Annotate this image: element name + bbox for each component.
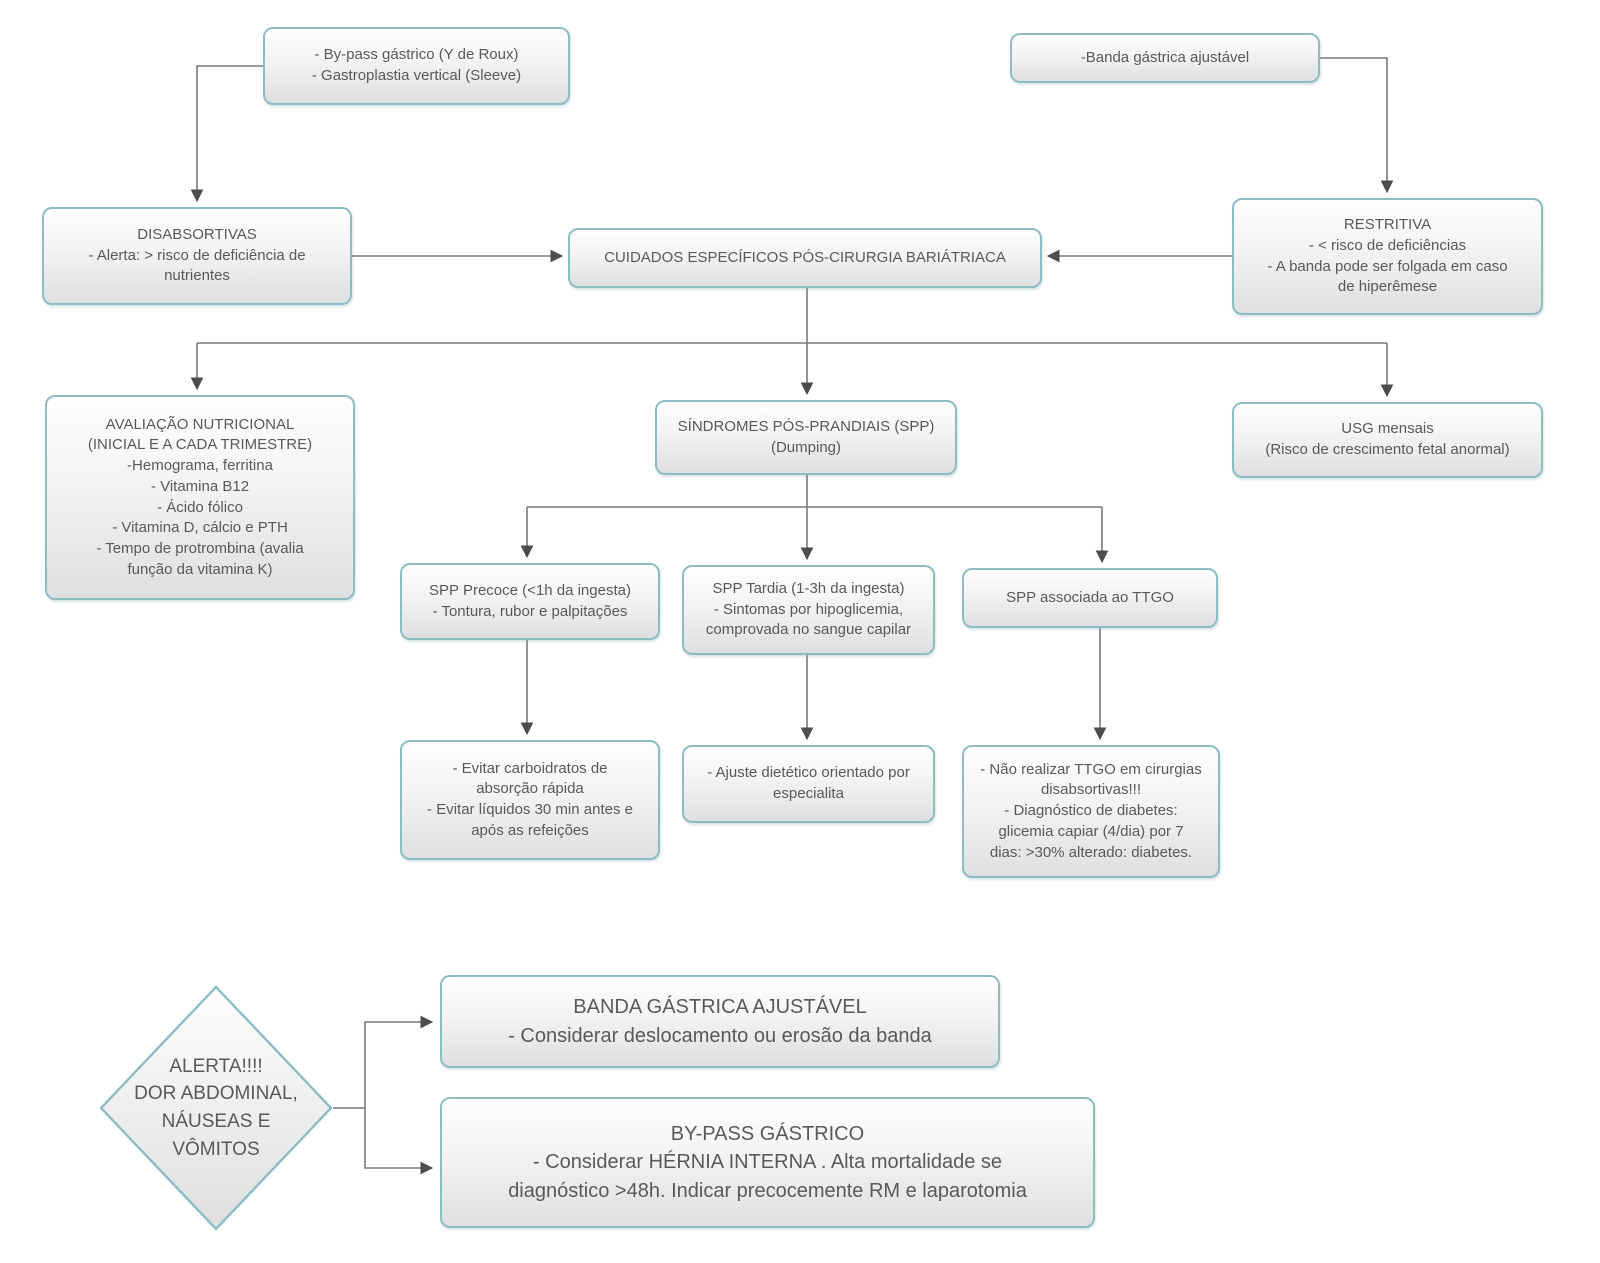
node-spp-precoce: SPP Precoce (<1h da ingesta)- Tontura, r…: [400, 563, 660, 640]
node-disabsortivas: DISABSORTIVAS- Alerta: > risco de defici…: [42, 207, 352, 305]
node-banda-gastrica: -Banda gástrica ajustável: [1010, 33, 1320, 83]
node-avaliacao-nutricional: AVALIAÇÃO NUTRICIONAL(INICIAL E A CADA T…: [45, 395, 355, 600]
node-bypass-alerta: BY-PASS GÁSTRICO- Considerar HÉRNIA INTE…: [440, 1097, 1095, 1228]
diamond-shape-icon: [99, 985, 333, 1231]
node-bypass-sleeve: - By-pass gástrico (Y de Roux)- Gastropl…: [263, 27, 570, 105]
node-cuidados-pos-cirurgia: CUIDADOS ESPECÍFICOS PÓS-CIRURGIA BARIÁT…: [568, 228, 1042, 288]
node-spp-tardia: SPP Tardia (1-3h da ingesta)- Sintomas p…: [682, 565, 935, 655]
node-usg-mensais: USG mensais(Risco de crescimento fetal a…: [1232, 402, 1543, 478]
node-sindromes-spp: SÍNDROMES PÓS-PRANDIAIS (SPP)(Dumping): [655, 400, 957, 475]
node-banda-alerta: BANDA GÁSTRICA AJUSTÁVEL- Considerar des…: [440, 975, 1000, 1068]
node-restritiva: RESTRITIVA- < risco de deficiências- A b…: [1232, 198, 1543, 315]
node-spp-ttgo: SPP associada ao TTGO: [962, 568, 1218, 628]
